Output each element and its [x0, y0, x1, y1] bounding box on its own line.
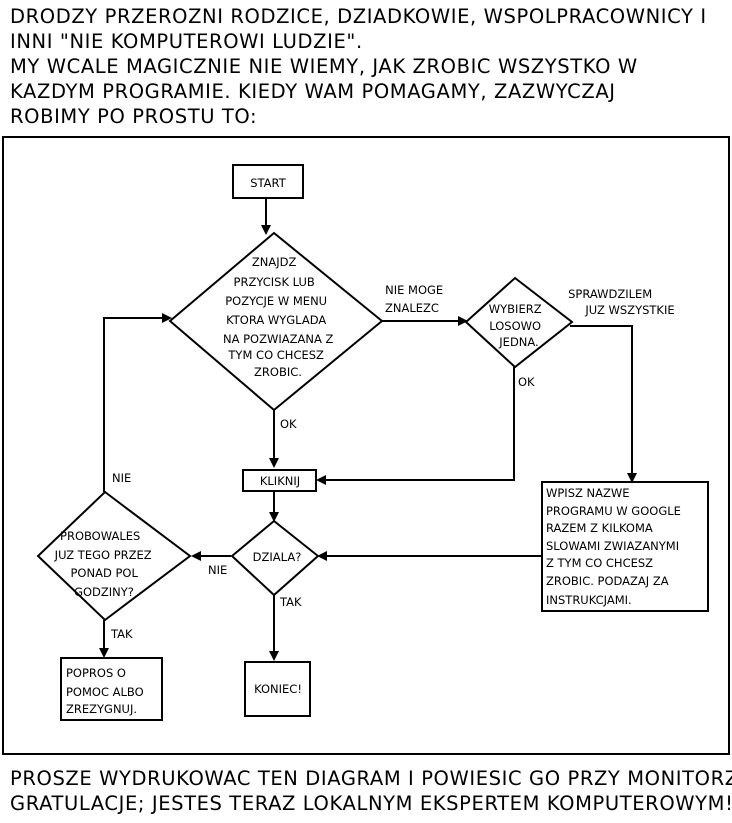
- cant-find-label: NIE MOGE ZNALEZC: [385, 283, 447, 315]
- top-caption: DRODZY PRZEROZNI RODZICE, DZIADKOWIE, WS…: [10, 4, 726, 129]
- done-node: [244, 661, 311, 717]
- works-no-label: NIE: [208, 563, 227, 577]
- find-label: ZNAJDZ PRZYCISK LUB POZYCJE W MENU KTORA…: [223, 255, 337, 379]
- click-label: KLIKNIJ: [260, 474, 300, 488]
- click-node: [242, 469, 317, 492]
- askhelp-node: [60, 657, 163, 721]
- random-decision: [464, 276, 574, 369]
- find-decision: [168, 231, 384, 412]
- works-yes-label: TAK: [279, 595, 302, 609]
- start-node: [232, 164, 304, 199]
- edge-random-click: [316, 367, 515, 485]
- random-ok-label: OK: [518, 375, 535, 389]
- tried-no-label: NIE: [112, 471, 131, 485]
- panel-frame: [2, 136, 730, 755]
- random-label: WYBIERZ LOSOWO JEDNA.: [489, 302, 545, 349]
- start-label: START: [250, 176, 286, 190]
- edge-tried-find: [103, 313, 172, 492]
- caption-line: KAZDYM PROGRAMIE. KIEDY WAM POMAGAMY, ZA…: [10, 80, 616, 103]
- tried-decision: [36, 490, 192, 622]
- tried-label: PROBOWALES JUZ TEGO PRZEZ PONAD POL GODZ…: [54, 529, 156, 599]
- bottom-caption: PROSZE WYDRUKOWAC TEN DIAGRAM I POWIESIC…: [10, 766, 732, 816]
- caption-line: PROSZE WYDRUKOWAC TEN DIAGRAM I POWIESIC…: [10, 767, 732, 790]
- caption-line: DRODZY PRZEROZNI RODZICE, DZIADKOWIE, WS…: [10, 5, 707, 28]
- edge-random-google: [570, 325, 637, 483]
- works-label: DZIALA?: [253, 550, 302, 564]
- caption-line: ROBIMY PO PROSTU TO:: [10, 105, 258, 128]
- askhelp-label: POPROS O POMOC ALBO ZREZYGNUJ.: [66, 666, 147, 716]
- find-ok-label: OK: [280, 417, 297, 431]
- checked-all-label: SPRAWDZILEM JUZ WSZYSTKIE: [568, 287, 675, 317]
- google-label: WPISZ NAZWE PROGRAMU W GOOGLE RAZEM Z KI…: [546, 486, 685, 607]
- caption-line: GRATULACJE; JESTES TERAZ LOKALNYM EKSPER…: [10, 792, 732, 815]
- done-label: KONIEC!: [254, 682, 302, 696]
- google-node: [541, 481, 709, 612]
- tried-yes-label: TAK: [110, 627, 133, 641]
- caption-line: MY WCALE MAGICZNIE NIE WIEMY, JAK ZROBIC…: [10, 55, 638, 78]
- works-decision: [230, 519, 320, 597]
- caption-line: INNI "NIE KOMPUTEROWI LUDZIE".: [10, 30, 363, 53]
